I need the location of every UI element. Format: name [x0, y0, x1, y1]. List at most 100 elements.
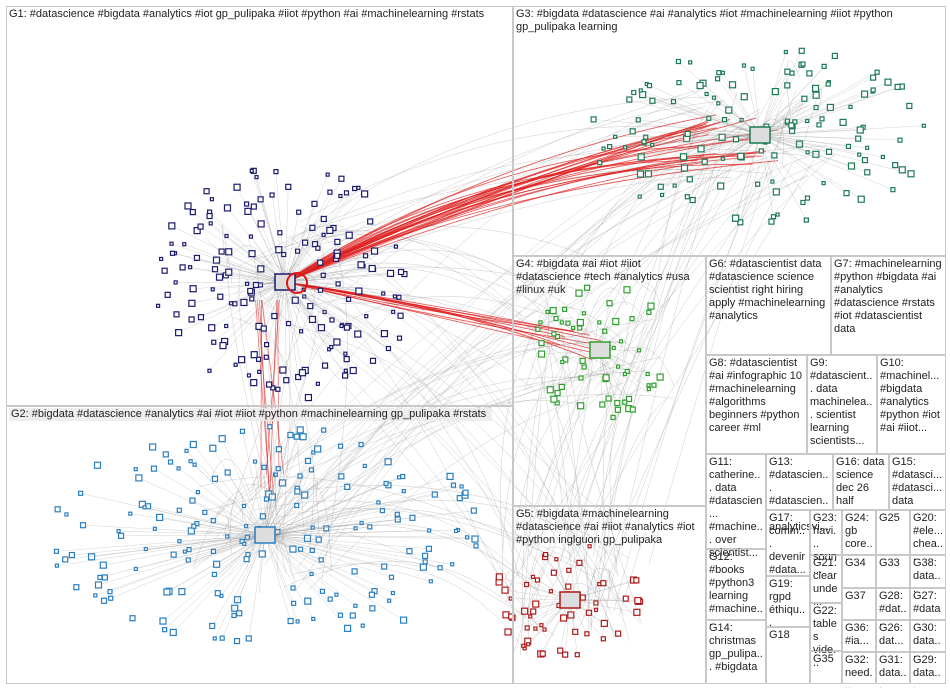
network-node: [521, 643, 526, 648]
group-g25[interactable]: G25: [876, 510, 910, 555]
network-edge: [284, 221, 371, 283]
network-node: [737, 219, 744, 226]
network-node: [680, 164, 689, 172]
network-node: [245, 635, 252, 642]
network-edge: [759, 134, 830, 153]
network-node: [179, 264, 186, 271]
group-g14[interactable]: G14: christmas gp_pulipa... #bigdata: [706, 620, 766, 684]
network-edge: [203, 523, 556, 636]
network-node: [73, 584, 80, 591]
group-g27[interactable]: G27: #data: [910, 588, 946, 620]
network-node: [471, 535, 479, 543]
group-g12[interactable]: G12: #books #python3 learning #machine..…: [706, 549, 766, 628]
network-edge: [191, 281, 286, 320]
group-g17[interactable]: G17: comm... devenir #data...: [766, 510, 810, 576]
group-g2[interactable]: G2: #bigdata #datascience #analytics #ai…: [6, 406, 513, 684]
group-g15[interactable]: G15: #datasci... #datasci... data: [889, 454, 946, 510]
group-g24[interactable]: G24: gb core...: [842, 510, 876, 563]
network-node: [188, 316, 195, 323]
network-edge: [186, 450, 266, 536]
network-node: [848, 104, 853, 109]
group-g27-label: G27: #data: [913, 590, 941, 615]
group-g1[interactable]: G1: #datascience #bigdata #analytics #io…: [6, 6, 513, 406]
network-edge: [649, 85, 761, 136]
network-node: [275, 246, 283, 254]
group-g10[interactable]: G10: #machinel... #bigdata #analytics #p…: [877, 355, 946, 454]
group-g23[interactable]: G23: havi... soun...: [810, 510, 842, 576]
network-node: [296, 209, 302, 215]
network-edge: [759, 134, 852, 167]
network-node: [566, 567, 572, 573]
network-edge: [683, 134, 761, 158]
network-edge: [268, 281, 286, 385]
network-edge: [759, 83, 829, 136]
group-g13[interactable]: G13: #datascien... #datascien... analyti…: [766, 454, 833, 533]
network-node: [342, 372, 349, 379]
network-node: [327, 189, 333, 195]
network-node: [188, 265, 193, 270]
network-node: [437, 565, 443, 571]
group-g8[interactable]: G8: #datascientist #ai #infographic 10 #…: [706, 355, 807, 454]
network-node: [214, 590, 221, 597]
network-node: [323, 525, 330, 532]
network-edge: [555, 177, 733, 292]
network-node: [301, 491, 309, 499]
group-g28[interactable]: G28: #dat...: [876, 588, 910, 628]
network-node: [208, 324, 216, 332]
group-g18[interactable]: G18: [766, 627, 810, 684]
network-edge: [284, 227, 313, 283]
group-g3[interactable]: G3: #bigdata #datascience #ai #analytics…: [513, 6, 946, 256]
network-node: [539, 650, 546, 657]
group-g9[interactable]: G9: #datascient... data machinelea... sc…: [807, 355, 877, 454]
network-node: [611, 345, 616, 350]
network-node: [116, 529, 121, 534]
network-node: [311, 200, 318, 207]
network-node: [370, 247, 379, 255]
group-g31[interactable]: G31: data...: [876, 652, 910, 688]
group-g21[interactable]: G21: clear unde...: [810, 555, 842, 608]
network-node: [168, 222, 176, 230]
network-node: [93, 461, 102, 469]
network-node: [381, 291, 386, 296]
group-g16[interactable]: G16: data science dec 26 half: [833, 454, 889, 510]
network-edge: [335, 277, 612, 615]
group-g29[interactable]: G29: data...: [910, 652, 946, 688]
network-node: [869, 74, 877, 81]
network-node: [94, 581, 103, 589]
group-g7[interactable]: G7: #machinelearning #python #bigdata #a…: [831, 256, 946, 355]
group-g11[interactable]: G11: catherine... data #datascien... #ma…: [706, 454, 766, 559]
group-g38[interactable]: G38: data...: [910, 555, 946, 595]
network-node: [294, 502, 300, 509]
network-edge: [264, 430, 324, 536]
network-edge: [284, 281, 359, 292]
group-g33[interactable]: G33: [876, 555, 910, 588]
network-node: [715, 76, 721, 82]
group-g6[interactable]: G6: #datascientist data #datascience sci…: [706, 256, 831, 355]
network-edge: [578, 293, 601, 351]
network-node: [337, 443, 344, 449]
network-node: [523, 581, 530, 588]
network-node: [504, 628, 512, 636]
network-edge: [110, 534, 266, 599]
network-node: [670, 99, 677, 105]
group-g32[interactable]: G32: need...: [842, 652, 876, 688]
network-edge: [264, 534, 356, 606]
group-g4[interactable]: G4: #bigdata #ai #iot #iiot #datascience…: [513, 256, 706, 506]
group-g30[interactable]: G30: data...: [910, 620, 946, 660]
network-node: [825, 81, 831, 87]
group-g20[interactable]: G20: #ele... chea...: [910, 510, 946, 563]
network-node: [657, 183, 664, 190]
group-g19[interactable]: G19: rgpd éthiqu...: [766, 576, 810, 629]
group-g35[interactable]: G35: [810, 651, 842, 684]
group-g37[interactable]: G37: [842, 588, 876, 620]
group-g34[interactable]: G34: [842, 555, 876, 588]
network-edge: [192, 211, 286, 283]
group-g26[interactable]: G26: dat...: [876, 620, 910, 652]
group-g22[interactable]: G22: tables vide...: [810, 603, 842, 669]
network-node: [263, 354, 269, 360]
network-node: [647, 302, 655, 310]
network-node: [728, 81, 737, 89]
group-g5[interactable]: G5: #bigdata #machinelearning #datascien…: [513, 506, 706, 684]
network-edge: [277, 225, 654, 293]
group-g36[interactable]: G36: #ia...: [842, 620, 876, 652]
